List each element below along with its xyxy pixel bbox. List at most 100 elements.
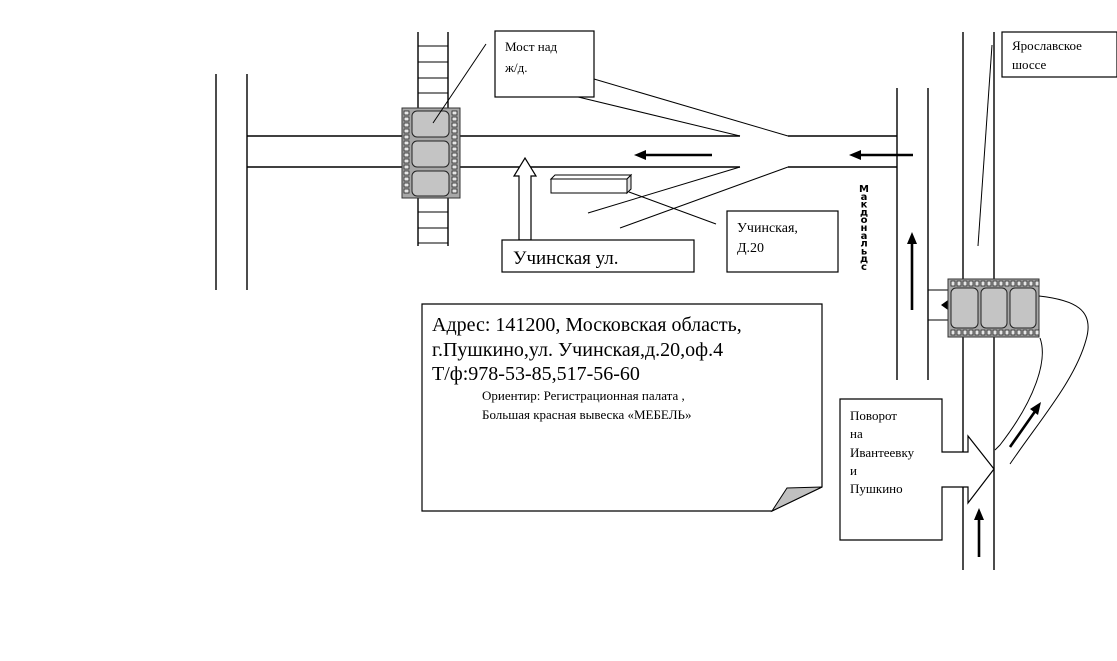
sprocket-hole [998, 329, 1004, 336]
sprocket-hole [451, 146, 458, 152]
mcdonalds-letter: о [861, 215, 868, 226]
sprocket-hole [950, 280, 956, 287]
sprocket-hole [980, 329, 986, 336]
left-vertical-road [215, 74, 248, 290]
sprocket-hole [968, 280, 974, 287]
sprocket-hole [992, 329, 998, 336]
building-label-box: Учинская, Д.20 [726, 210, 839, 273]
sprocket-hole [451, 170, 458, 176]
sprocket-hole [1028, 329, 1034, 336]
sprocket-hole [451, 110, 458, 116]
sprocket-hole [1016, 329, 1022, 336]
mcdonalds-letter: М [859, 184, 869, 195]
turn-label-line4: и [850, 463, 857, 478]
mcdonalds-letter: ь [861, 246, 867, 257]
sprocket-hole [1010, 329, 1016, 336]
sprocket-hole [1010, 280, 1016, 287]
mcdonalds-letter: н [861, 223, 868, 234]
sprocket-hole [451, 134, 458, 140]
sprocket-hole [962, 280, 968, 287]
landmark-line1: Ориентир: Регистрационная палата , [482, 388, 685, 403]
sprocket-hole [451, 188, 458, 194]
bridge-label-line1: Мост над [505, 39, 557, 54]
sprocket-hole [1034, 280, 1040, 287]
sprocket-hole [451, 140, 458, 146]
sprocket-hole [1004, 280, 1010, 287]
main-road [247, 78, 897, 229]
sprocket-hole [403, 164, 410, 170]
street-label-box: Учинская ул. [501, 239, 695, 273]
highway-label-line2: шоссе [1012, 57, 1047, 72]
sprocket-hole [962, 329, 968, 336]
sprocket-hole [1022, 280, 1028, 287]
sprocket-hole [1022, 329, 1028, 336]
mcdonalds-letter: а [861, 231, 868, 242]
overpass-filmstrip-icon [947, 278, 1040, 338]
sprocket-hole [974, 329, 980, 336]
bridge-callout: Мост над ж/д. [432, 30, 595, 124]
arrow-icon-northbound-2 [974, 508, 984, 557]
sprocket-hole [451, 182, 458, 188]
sprocket-hole [403, 146, 410, 152]
sprocket-hole [403, 170, 410, 176]
bridge-label-line2: ж/д. [504, 60, 527, 75]
mcdonalds-letter: с [861, 262, 867, 273]
sprocket-hole [403, 182, 410, 188]
sprocket-hole [950, 329, 956, 336]
sprocket-hole [451, 176, 458, 182]
sprocket-hole [403, 140, 410, 146]
sprocket-hole [992, 280, 998, 287]
sprocket-hole [451, 122, 458, 128]
exit-ramp [994, 295, 1089, 465]
turn-label-line5: Пушкино [850, 481, 903, 496]
turn-label-line3: Ивантеевку [850, 445, 915, 460]
middle-vertical-road [896, 88, 948, 380]
sprocket-hole [403, 110, 410, 116]
sprocket-hole [403, 158, 410, 164]
sprocket-hole [956, 329, 962, 336]
sprocket-hole [403, 122, 410, 128]
mcdonalds-letter: д [860, 254, 868, 265]
sprocket-hole [451, 128, 458, 134]
sprocket-hole [1028, 280, 1034, 287]
turn-label-line2: на [850, 426, 863, 441]
street-direction-arrow-icon [512, 156, 538, 241]
sprocket-hole [403, 188, 410, 194]
bridge-filmstrip-icon [401, 107, 461, 199]
sprocket-hole [451, 152, 458, 158]
building-icon [549, 173, 717, 225]
address-note: Адрес: 141200, Московская область, г.Пуш… [421, 303, 823, 513]
sprocket-hole [956, 280, 962, 287]
landmark-line2: Большая красная вывеска «МЕБЕЛЬ» [482, 407, 692, 422]
sprocket-hole [451, 158, 458, 164]
sprocket-hole [451, 116, 458, 122]
sprocket-hole [974, 280, 980, 287]
phone-line: Т/ф:978-53-85,517-56-60 [432, 363, 640, 385]
sprocket-hole [403, 176, 410, 182]
address-line2: г.Пушкино,ул. Учинская,д.20,оф.4 [432, 339, 723, 361]
turn-callout: Поворот на Ивантеевку и Пушкино [839, 398, 995, 541]
mcdonalds-letter: к [861, 200, 868, 211]
sprocket-hole [1016, 280, 1022, 287]
sprocket-hole [980, 280, 986, 287]
sprocket-hole [968, 329, 974, 336]
street-label: Учинская ул. [513, 248, 619, 269]
turn-label-line1: Поворот [850, 408, 897, 423]
address-line1: Адрес: 141200, Московская область, [432, 314, 742, 336]
sprocket-hole [403, 116, 410, 122]
sprocket-hole [403, 134, 410, 140]
highway-label-line1: Ярославское [1012, 38, 1082, 53]
railway [417, 32, 449, 246]
sprocket-hole [1004, 329, 1010, 336]
building-label-line1: Учинская, [737, 221, 798, 236]
sprocket-hole [986, 280, 992, 287]
sprocket-hole [403, 128, 410, 134]
sprocket-hole [986, 329, 992, 336]
highway-label-box: Ярославское шоссе [1001, 31, 1117, 78]
mcdonalds-letter: а [861, 192, 868, 203]
mcdonalds-letter: д [860, 207, 868, 218]
arrow-icon-ramp [1008, 402, 1041, 448]
mcdonalds-letter: л [860, 239, 867, 250]
